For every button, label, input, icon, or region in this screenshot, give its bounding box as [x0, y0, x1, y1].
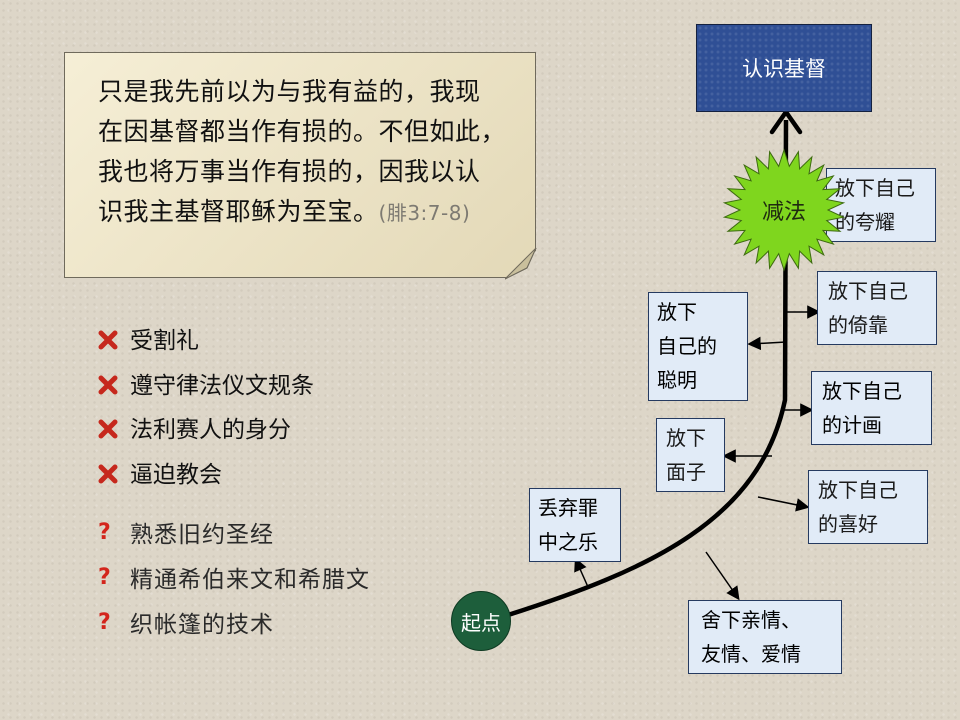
- node-face: 放下 面子: [656, 418, 725, 492]
- node-line: 放下自己: [828, 279, 908, 303]
- start-node: 起点: [451, 591, 511, 651]
- quote-line: 只是我先前以为与我有益的，我现: [98, 77, 481, 106]
- node-plan: 放下自己 的计画: [811, 371, 932, 445]
- node-line: 放下自己: [822, 379, 902, 403]
- branch-arrow: [705, 551, 740, 601]
- node-line: 的计画: [822, 413, 882, 437]
- node-cleverness: 放下 自己的 聪明: [648, 292, 748, 401]
- node-line: 聪明: [657, 368, 697, 392]
- node-sin: 丢弃罪 中之乐: [529, 488, 621, 562]
- node-line: 放下: [666, 426, 706, 450]
- branch-arrow: [747, 336, 787, 351]
- page-curl-icon: [505, 248, 537, 280]
- starburst-icon: [722, 148, 846, 272]
- quote-line: 识我主基督耶稣为至宝。(腓3:7-8): [98, 192, 518, 233]
- node-boast: 放下自己 的夸耀: [826, 168, 936, 242]
- list-item-label: 遵守律法仪文规条: [130, 373, 314, 399]
- list-item-label: 受割礼: [130, 328, 199, 354]
- node-line: 放下自己: [818, 478, 898, 502]
- x-mark-icon: [98, 330, 118, 350]
- goal-arrowhead: [769, 109, 803, 135]
- list-item-label: 法利赛人的身分: [130, 417, 291, 443]
- list-item-label: 熟悉旧约圣经: [130, 522, 274, 548]
- scripture-reference: (腓3:7-8): [378, 201, 471, 225]
- node-line: 放下: [657, 300, 697, 324]
- node-reliance: 放下自己 的倚靠: [817, 271, 937, 345]
- list-item-label: 逼迫教会: [130, 462, 222, 488]
- x-mark-icon: [98, 375, 118, 395]
- node-line: 的喜好: [818, 512, 878, 536]
- node-line: 中之乐: [538, 530, 598, 554]
- question-mark-icon: ?: [98, 610, 111, 635]
- node-line: 丢弃罪: [538, 496, 598, 520]
- question-mark-icon: ?: [98, 565, 111, 590]
- goal-box: 认识基督: [696, 24, 872, 112]
- question-mark-icon: ?: [98, 520, 111, 545]
- node-affection: 舍下亲情、 友情、爱情: [688, 600, 842, 674]
- node-line: 友情、爱情: [701, 642, 801, 666]
- x-mark-icon: [98, 464, 118, 484]
- branch-arrow: [574, 557, 589, 588]
- x-mark-icon: [98, 419, 118, 439]
- scripture-quote: 只是我先前以为与我有益的，我现 在因基督都当作有损的。不但如此， 我也将万事当作…: [98, 72, 518, 233]
- node-line: 舍下亲情、: [701, 608, 801, 632]
- node-preference: 放下自己 的喜好: [808, 470, 928, 544]
- node-line: 自己的: [657, 334, 717, 358]
- node-line: 面子: [666, 460, 706, 484]
- burst-label: 减法: [761, 200, 806, 225]
- node-line: 的倚靠: [828, 313, 888, 337]
- quote-line: 我也将万事当作有损的，因我以认: [98, 157, 481, 186]
- list-item-label: 织帐篷的技术: [130, 612, 274, 638]
- quote-line: 在因基督都当作有损的。不但如此，: [98, 117, 507, 146]
- branch-arrow: [757, 496, 810, 512]
- quote-line-text: 识我主基督耶稣为至宝。: [98, 197, 379, 226]
- growth-path-line: [504, 119, 789, 619]
- node-line: 放下自己: [835, 176, 915, 200]
- list-item-label: 精通希伯来文和希腊文: [130, 567, 370, 593]
- scripture-note: [64, 52, 536, 278]
- node-line: 的夸耀: [835, 210, 895, 234]
